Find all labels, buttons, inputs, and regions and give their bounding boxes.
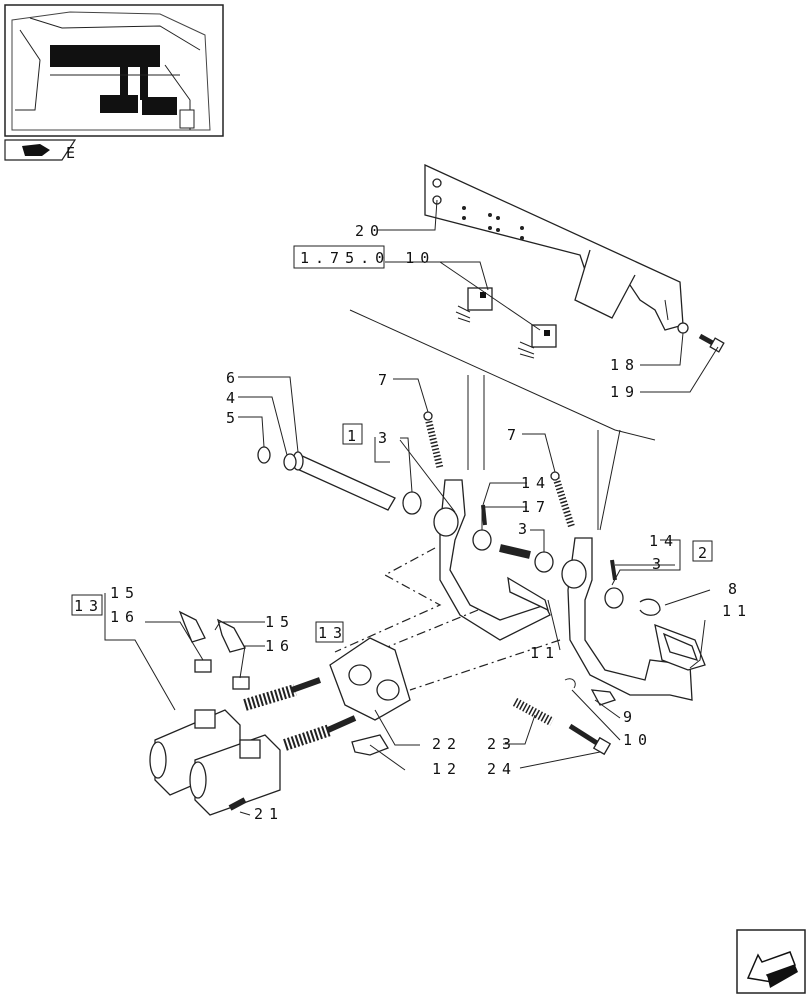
callout-13a: 13 bbox=[74, 597, 104, 615]
callout-24: 24 bbox=[487, 760, 517, 778]
catalog-book-icon[interactable] bbox=[4, 139, 77, 161]
compression-spring bbox=[512, 698, 555, 726]
reference-box[interactable] bbox=[293, 245, 385, 269]
callout-6: 6 bbox=[226, 369, 241, 387]
callout-14a: 14 bbox=[521, 474, 551, 492]
callout-box-13b bbox=[315, 621, 344, 643]
callout-19: 19 bbox=[610, 383, 640, 401]
pedal-switch-lower bbox=[517, 324, 557, 359]
callout-16b: 16 bbox=[265, 637, 295, 655]
callout-20: 20 bbox=[355, 222, 385, 240]
section-letter: E bbox=[66, 144, 81, 162]
cylinder-bolt bbox=[228, 797, 247, 811]
callout-2: 2 bbox=[698, 544, 713, 562]
callout-9: 9 bbox=[623, 708, 638, 726]
leader-lines bbox=[104, 199, 719, 816]
callout-5: 5 bbox=[226, 409, 241, 427]
callout-3b: 3 bbox=[518, 520, 533, 538]
callout-14b: 14 bbox=[649, 532, 679, 550]
clip-ring bbox=[639, 598, 661, 616]
callout-12: 12 bbox=[432, 760, 462, 778]
callout-23: 23 bbox=[487, 735, 517, 753]
callout-10: 10 bbox=[623, 731, 653, 749]
pedal-location-thumbnail[interactable] bbox=[4, 4, 224, 137]
return-spring-left bbox=[423, 411, 444, 469]
bushing-set bbox=[472, 504, 554, 573]
callout-7b: 7 bbox=[507, 426, 522, 444]
callout-labels: 20 18 19 7 7 6 4 5 1 3 14 17 3 14 2 3 8 … bbox=[74, 222, 752, 823]
callout-21: 21 bbox=[254, 805, 284, 823]
master-cylinder-rear bbox=[189, 715, 357, 816]
callout-7a: 7 bbox=[378, 371, 393, 389]
callout-4: 4 bbox=[226, 389, 241, 407]
callout-17: 17 bbox=[521, 498, 551, 516]
support-bracket bbox=[424, 163, 684, 331]
callout-18: 18 bbox=[610, 356, 640, 374]
callout-box-2 bbox=[692, 540, 713, 562]
callout-box-13a bbox=[71, 594, 103, 616]
fitting-elbow-left bbox=[178, 610, 212, 673]
callout-15a: 15 bbox=[110, 584, 140, 602]
callout-3a: 3 bbox=[378, 429, 393, 447]
callout-8: 8 bbox=[728, 580, 743, 598]
pedal-pad bbox=[654, 623, 706, 671]
callout-11a: 11 bbox=[722, 602, 752, 620]
callout-22: 22 bbox=[432, 735, 462, 753]
callout-box-1 bbox=[342, 423, 363, 445]
callout-11b: 11 bbox=[530, 644, 560, 662]
brake-pedal-arm bbox=[561, 537, 693, 701]
callout-15b: 15 bbox=[265, 613, 295, 631]
pin-rod bbox=[568, 723, 612, 756]
return-spring-right bbox=[550, 471, 576, 530]
pedal-shaft bbox=[257, 446, 396, 511]
callout-3c: 3 bbox=[652, 555, 667, 573]
mounting-gasket bbox=[329, 637, 411, 721]
callout-1: 1 bbox=[347, 427, 362, 445]
callout-13b: 13 bbox=[318, 624, 348, 642]
callout-16a: 16 bbox=[110, 608, 140, 626]
reference-code: 1.75.0 10 bbox=[300, 249, 435, 267]
small-bracket-9 bbox=[564, 678, 616, 706]
next-page-arrow-icon[interactable] bbox=[736, 929, 806, 994]
fitting-elbow-right bbox=[217, 618, 250, 690]
clutch-pedal-arm bbox=[402, 479, 551, 641]
bracket-bolt bbox=[677, 322, 725, 353]
